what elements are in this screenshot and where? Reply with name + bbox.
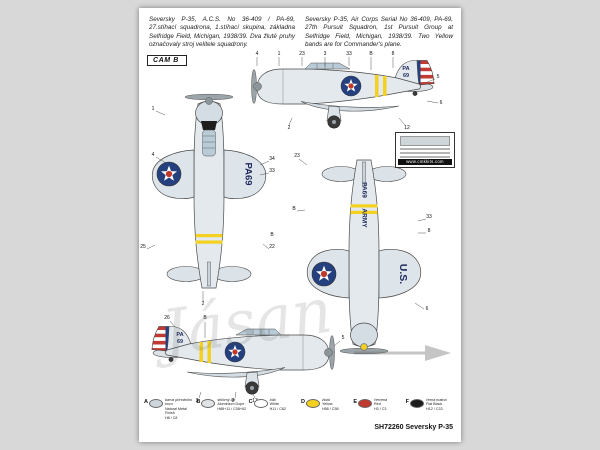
aircraft-painting-diagram: PA 69 PA69 U.S. PA69 ARMY PA 69 [140,51,451,404]
legend-item: C bílá White H11 / C62 [249,398,299,420]
anti-glare-panel [201,121,217,130]
color-chip [410,399,425,408]
callout-number: 34 [269,156,275,162]
callout-number: 1 [152,106,155,112]
callout-letter: B [203,315,207,321]
color-chip [148,399,163,408]
callout-letter: B [292,206,296,212]
yellow-spinner [360,343,368,351]
canopy [202,129,216,157]
callout-number: 12 [404,125,410,131]
color-name-czech: červená [373,398,388,402]
color-name-czech: barva přírodního kovu [164,398,193,407]
color-letter: A [144,399,148,405]
fuselage-army: ARMY [360,208,367,228]
callout-number: 6 [440,100,443,106]
callout-number: 33 [269,168,275,174]
color-name-english: Flat Black [426,402,443,407]
callout-number: 1 [278,51,281,57]
color-name-english: White [269,402,280,407]
color-letter: D [300,399,305,405]
legend-item: B stříbrný lak Aluminium Dope H88+11 / C… [196,398,246,420]
callout-letter: B [369,51,373,57]
color-name-english: Red [373,402,381,407]
intro-text-english: Seversky P-35, Air Corps Serial No 36-40… [305,16,453,48]
callout-number: 33 [346,51,352,57]
callout-letter: B [270,232,274,238]
aircraft-side-profile-top: PA 69 [252,60,435,128]
color-name-english: Aluminium Dope [217,402,245,407]
color-chip [305,399,320,408]
fuselage-code: PA69 [360,182,367,198]
color-legend: A barva přírodního kovu Natural Metal Fi… [144,398,456,420]
color-letter: F [405,399,410,405]
callout-number: 6 [426,306,429,312]
ad-thumbnail [400,136,450,147]
color-paint-codes: H3 / C3 [373,406,387,411]
legend-item: D žlutá Yellow H58 / C58 [301,398,351,420]
callout-number: 8 [428,228,431,234]
color-paint-codes: H11 / C62 [269,406,286,411]
ad-text-line [400,152,450,154]
ad-text-line [400,155,450,158]
callout-number: 26 [164,315,170,321]
color-name-czech: bílá [269,398,276,402]
color-letter: E [353,399,357,405]
color-name-english: Natural Metal Finish [164,406,187,416]
legend-item: E červená Red H3 / C3 [353,398,403,420]
callout-number: 4 [256,51,259,57]
fin-code: PA [176,332,183,338]
color-name-english: Yellow [321,402,333,407]
kit-number-footer: SH72260 Seversky P-35 [374,424,453,431]
callout-number: 5 [437,74,440,80]
color-name-czech: žlutá [321,398,330,402]
color-paint-codes: H58 / C58 [321,406,339,411]
color-letter: B [196,399,201,405]
fin-code: 69 [403,73,409,79]
callout-number: 23 [294,153,300,159]
color-paint-codes: H12 / C33 [426,406,443,411]
camouflage-scheme-badge: CAM B [147,55,187,66]
accessories-ad-box: www.cmkkits.com [395,132,455,168]
legend-item: A barva přírodního kovu Natural Metal Fi… [144,398,194,420]
color-chip [357,399,372,408]
aircraft-top-view: PA69 [151,93,267,289]
color-chip [201,399,216,408]
callout-number: 25 [140,244,146,250]
ad-website-url: www.cmkkits.com [398,158,452,165]
callout-number: 23 [299,51,305,57]
callout-number: 2 [288,125,291,131]
callout-number: 5 [342,335,345,341]
callout-number: 3 [324,51,327,57]
callout-number: 22 [269,244,275,250]
color-chip [253,399,268,408]
watermark-arrow [354,345,451,361]
leader-lines [146,57,439,399]
callout-number: 33 [426,214,432,220]
fin-code: PA [402,66,409,72]
color-letter: C [248,399,253,405]
ad-text-line [400,148,450,151]
aircraft-bottom-view: U.S. PA69 ARMY [306,159,422,355]
callout-number: 4 [152,152,155,158]
instruction-sheet-page: Seversky P-35, A.C.S. No 36-409 / PA-69,… [139,8,461,442]
color-paint-codes: H88+11 / C08+62 [217,406,247,411]
callout-number: 3 [196,398,199,404]
color-name-czech: stříbrný lak [217,398,236,402]
fin-code: 69 [177,339,183,345]
intro-text-czech: Seversky P-35, A.C.S. No 36-409 / PA-69,… [149,16,295,48]
callout-number: 2 [202,301,205,307]
aircraft-side-profile-bottom: PA 69 [152,326,335,394]
legend-item: F černá matná Flat Black H12 / C33 [406,398,456,420]
underwing-us: U.S. [397,264,409,285]
color-name-czech: černá matná [426,398,447,402]
callout-number: 2 [232,398,235,404]
callout-number: 8 [392,51,395,57]
wing-code: PA69 [242,162,253,185]
color-paint-codes: H8 / C8 [164,415,178,420]
